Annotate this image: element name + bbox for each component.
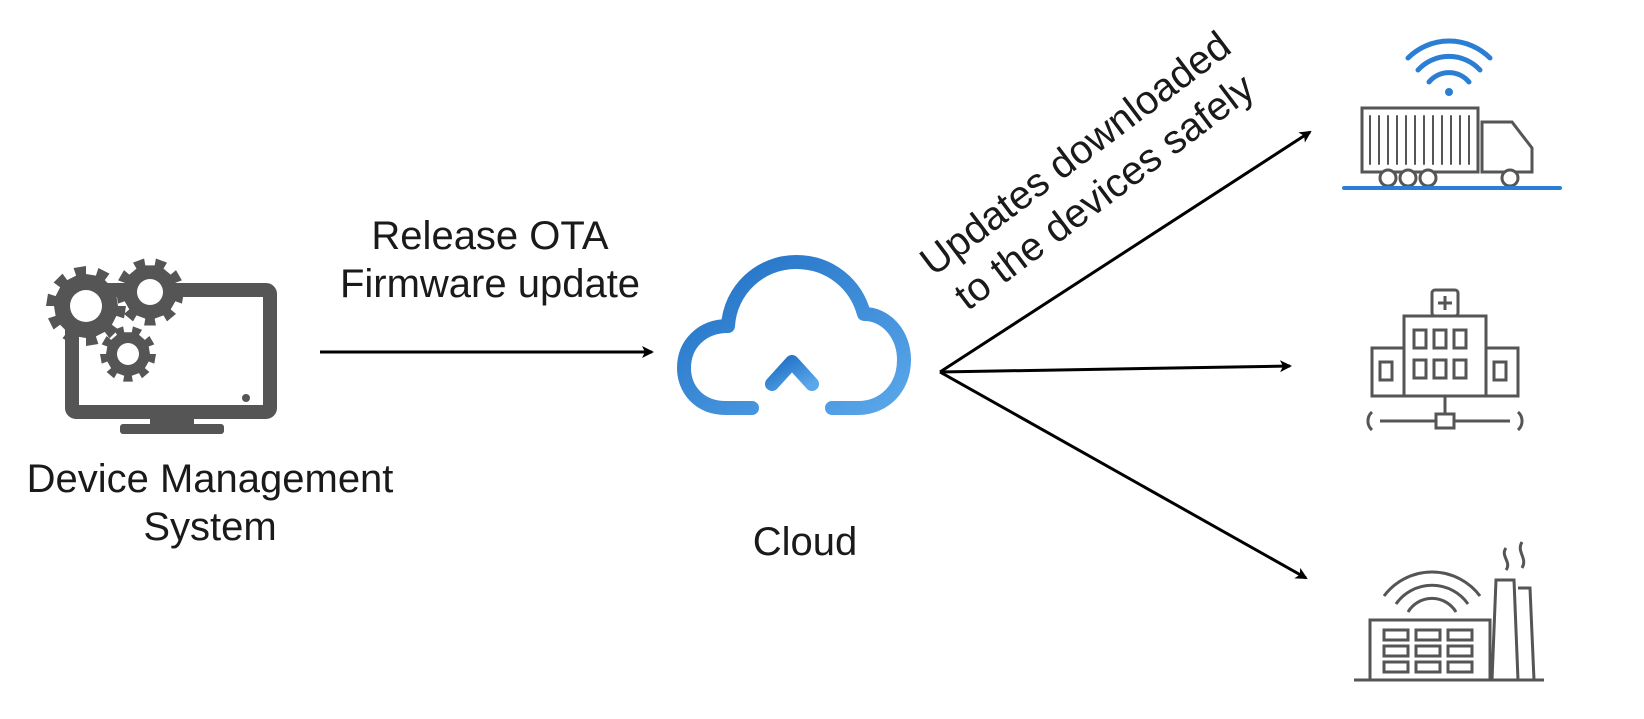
device-management-label: Device Management System	[0, 455, 420, 551]
device-management-label-line1: Device Management	[26, 457, 394, 501]
release-ota-label: Release OTA Firmware update	[310, 212, 670, 308]
device-management-label-line2: System	[143, 505, 277, 549]
computer-gears-icon	[46, 258, 277, 434]
cloud-upload-icon	[677, 255, 911, 425]
release-ota-label-line2: Firmware update	[339, 262, 641, 306]
connected-hospital-icon	[1366, 288, 1524, 432]
updates-downloaded-label: Updates downloaded to the devices safely	[860, 23, 1320, 319]
arrow-to-hospital	[939, 360, 1292, 374]
updates-downloaded-label-line1: Updates downloaded	[912, 23, 1239, 285]
arrow-to-factory	[939, 370, 1308, 580]
cloud-label: Cloud	[752, 520, 858, 564]
release-ota-label-line1: Release OTA	[371, 214, 609, 258]
arrow-to-truck	[939, 130, 1312, 374]
connected-factory-icon	[1354, 541, 1544, 682]
connected-truck-icon	[1342, 38, 1562, 190]
